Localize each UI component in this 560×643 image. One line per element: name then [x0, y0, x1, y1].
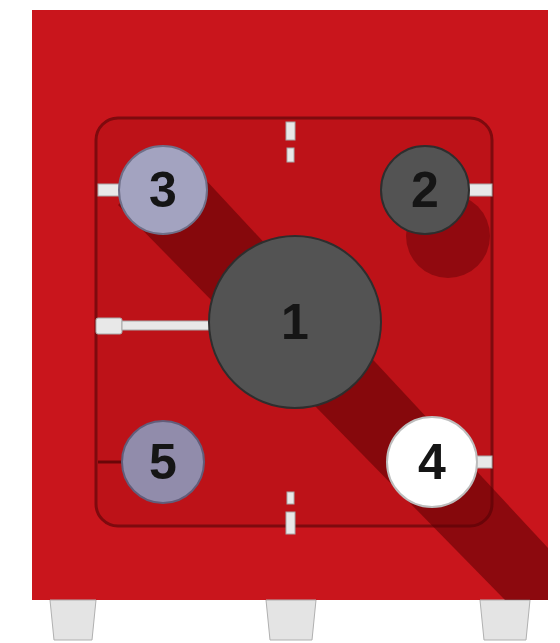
circle-fill — [381, 146, 469, 234]
callout-number: 1 — [281, 297, 309, 347]
circle-fill — [209, 236, 381, 408]
numbered-circle: 2 — [380, 145, 470, 235]
tabs — [96, 122, 492, 534]
callout-number: 3 — [149, 165, 177, 215]
numbered-circle: 5 — [121, 420, 205, 504]
numbered-circle: 3 — [118, 145, 208, 235]
circle-fill — [387, 417, 477, 507]
lead-wire — [98, 461, 124, 464]
bottom-feet — [50, 600, 530, 640]
recess — [96, 118, 492, 526]
numbered-circle: 1 — [208, 235, 382, 409]
housing-body — [32, 10, 548, 600]
numbered-circle: 4 — [386, 416, 478, 508]
callout-number: 5 — [149, 437, 177, 487]
callout-number: 4 — [418, 437, 446, 487]
circle-fill — [119, 146, 207, 234]
circle-fill — [122, 421, 204, 503]
callout-number: 2 — [411, 165, 439, 215]
